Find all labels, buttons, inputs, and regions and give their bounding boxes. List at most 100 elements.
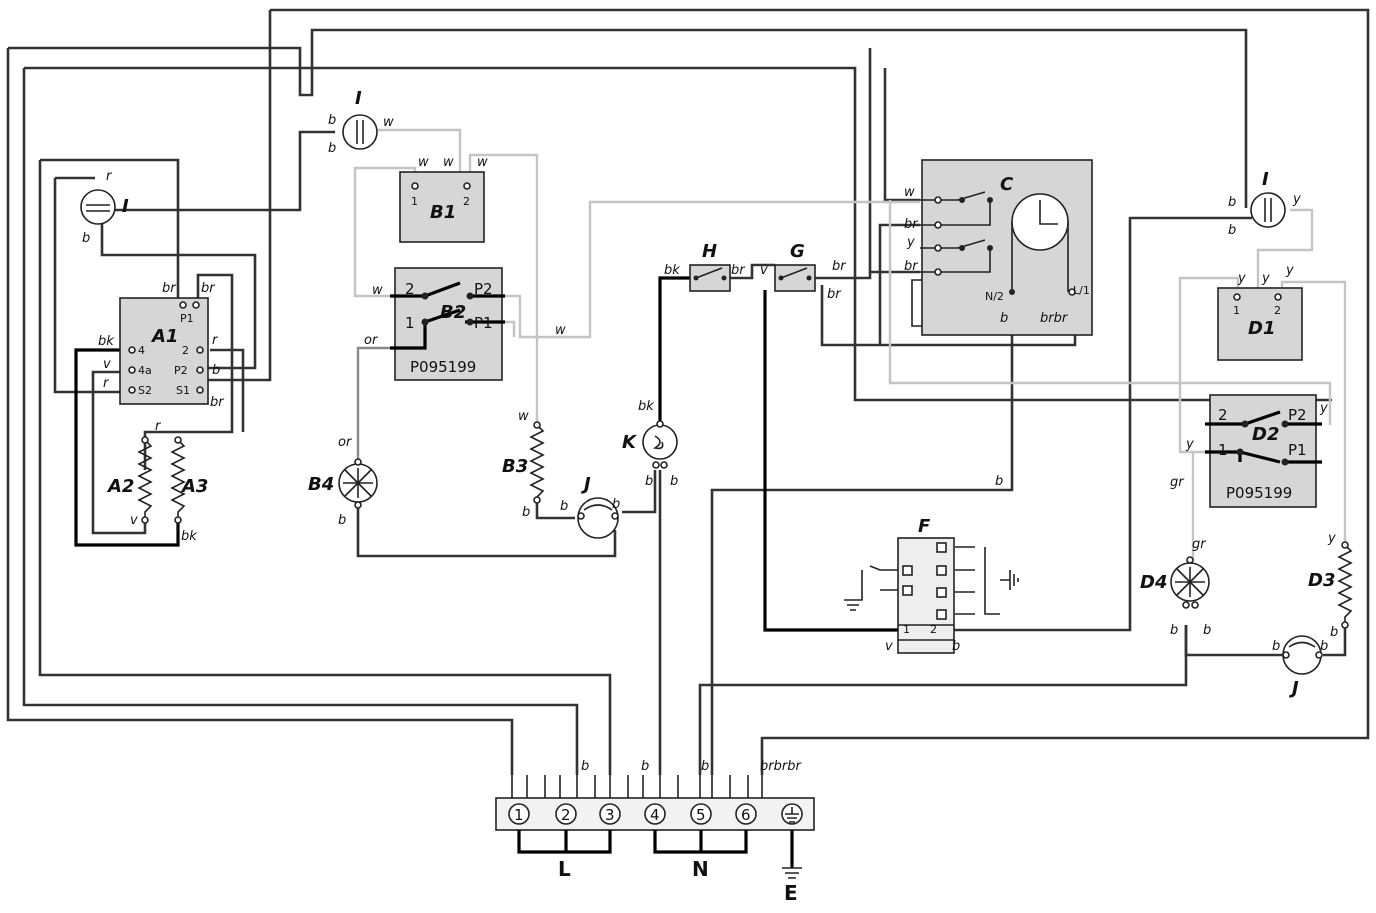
wire-label-b-2: b: [212, 363, 220, 378]
d3-label: D3: [1308, 570, 1335, 591]
wire-a1-s2: [53, 178, 120, 394]
i-top-cutout: [342, 114, 378, 150]
wire-a1-2: [210, 348, 245, 432]
wire-label-y-3: y: [1237, 271, 1246, 286]
c-node-1: [934, 196, 942, 204]
wire-label-v-4: v: [885, 639, 893, 654]
wire-label-brbrbr: brbrbr: [760, 759, 802, 774]
j-right-lamp-symbol: [1288, 641, 1316, 648]
a1-label: A1: [150, 326, 178, 347]
wire-label-br-4: br: [731, 263, 746, 278]
j-center-lamp-symbol: [583, 504, 613, 511]
bridge-l: [517, 830, 612, 854]
h-pivot: [693, 275, 699, 281]
k-bottom-left-node: [652, 461, 660, 469]
terminal-1-label: 1: [514, 806, 524, 824]
b2-switch-contact-upper: [390, 281, 505, 298]
wire-label-y-4: y: [1261, 271, 1270, 286]
f-module-dividers: [898, 624, 954, 641]
wire-c-y: [878, 223, 920, 345]
wire-a1-s1: [208, 10, 272, 382]
wire-label-b-11: b: [1000, 311, 1008, 326]
i-left-cutout: [80, 189, 116, 225]
wire-label-y-6: y: [1319, 401, 1328, 416]
b1-terminal-2-node: [463, 182, 471, 190]
wire-label-b-20: b: [1330, 625, 1338, 640]
d1-terminal-2-node: [1274, 293, 1282, 301]
g-label: G: [790, 241, 805, 262]
wire-label-b-8: b: [612, 497, 620, 512]
g-contact: [806, 275, 812, 281]
wire-label-b-15: b: [1228, 223, 1236, 238]
d1-terminal-1: 1: [1233, 304, 1240, 317]
wire-label-or-2: or: [338, 435, 353, 450]
i-left-label: I: [122, 196, 129, 217]
j-right-label: J: [1289, 678, 1299, 699]
wire-label-bk-1: bk: [98, 334, 114, 349]
a1-2-label: 2: [182, 344, 189, 357]
terminal-2: [555, 803, 577, 825]
wire-label-bk-3: bk: [638, 399, 654, 414]
wire-label-b-22: b: [641, 759, 649, 774]
bridge-n: [653, 830, 748, 854]
wire-label-br-8: br: [904, 259, 919, 274]
wire-label-v-1: v: [103, 357, 111, 372]
g-switch-contact: [780, 267, 808, 279]
d4-fan-symbol: [1175, 567, 1205, 597]
wire-label-v-3: v: [760, 263, 768, 278]
f-cell-5: [902, 565, 913, 576]
wire-b2-p1: [502, 320, 516, 337]
b4-label: B4: [308, 474, 334, 495]
terminal-6: [735, 803, 757, 825]
d2-part-number: P095199: [1226, 484, 1292, 502]
c-dot-4: [987, 245, 993, 251]
wire-label-v-2: v: [130, 513, 138, 528]
wire-label-b-19: b: [1320, 639, 1328, 654]
b1-terminal-2: 2: [463, 195, 470, 208]
j-center-label: J: [581, 474, 591, 495]
a2-top-node: [141, 436, 149, 444]
a1-2-node: [196, 346, 204, 354]
terminal-4-label: 4: [650, 806, 660, 824]
terminal-3-label: 3: [605, 806, 615, 824]
f-cell-4: [936, 609, 947, 620]
c-timer-switches: [920, 191, 991, 273]
terminal-4: [644, 803, 666, 825]
a3-bottom-node: [174, 516, 182, 524]
d4-bottom-left-node: [1182, 601, 1190, 609]
g-pivot: [778, 275, 784, 281]
wire-outer-left-2: [22, 68, 579, 775]
earth-ground-icon: [782, 867, 802, 879]
k-motor-symbol: [652, 435, 664, 450]
wire-label-b-12: b: [995, 474, 1003, 489]
c-label: C: [1000, 174, 1014, 195]
wire-label-b-17: b: [1203, 623, 1211, 638]
wire-d1-d3: [1280, 280, 1347, 545]
f-earth-left: [844, 565, 898, 611]
wire-f-i-right: [952, 216, 1252, 632]
terminal-5: [690, 803, 712, 825]
wire-label-y-2: y: [1292, 192, 1301, 207]
wire-label-b-6: b: [522, 505, 530, 520]
wire-a1-4-bk: [74, 348, 180, 547]
f-cell-3: [936, 587, 947, 598]
b4-fan-symbol: [343, 468, 373, 498]
wire-label-b-21: b: [581, 759, 589, 774]
wire-label-gr-1: gr: [1170, 475, 1185, 490]
wire-label-b-3: b: [328, 113, 336, 128]
wire-c-top: [883, 68, 920, 202]
wire-d4-j: [1184, 625, 1285, 657]
b4-top-node: [354, 458, 362, 466]
wire-label-br-2: br: [201, 281, 216, 296]
wire-b3-j: [535, 500, 575, 520]
c-node-4: [934, 268, 942, 276]
d-group: I 1 2 D1 2 1 P2 P1 D2 P095199 D4 D3 J: [888, 169, 1353, 699]
i-left-cutout-symbol: [86, 204, 110, 212]
wire-i-right-d1: [1256, 208, 1314, 290]
d2-contact-lower: [1281, 458, 1289, 466]
f-earth-right: [955, 546, 1019, 615]
b1-label: B1: [430, 202, 456, 223]
wire-label-w-1: w: [383, 115, 394, 130]
wire-label-b-23: b: [701, 759, 709, 774]
